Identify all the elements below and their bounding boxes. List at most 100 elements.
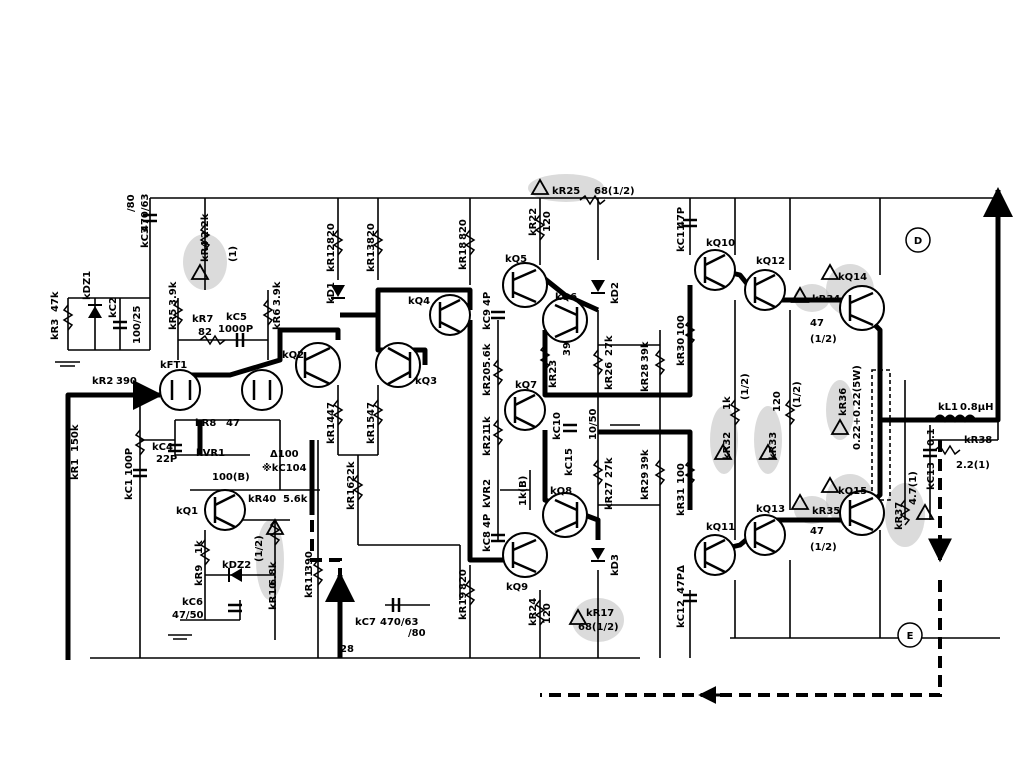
kR20-value: 5.6k bbox=[482, 343, 493, 368]
kR8-value: 47 bbox=[226, 418, 240, 429]
kR30-value: 100 bbox=[676, 315, 687, 336]
kR13-value: 820 bbox=[366, 223, 377, 244]
kR27-value: 27k bbox=[604, 457, 615, 478]
warning-icons bbox=[190, 178, 935, 625]
kC8-value: 4P bbox=[482, 514, 493, 528]
kR35-note: (1/2) bbox=[810, 542, 837, 553]
kC12-ref: kC12 bbox=[676, 600, 687, 628]
kR22-ref: kR22 bbox=[528, 208, 539, 236]
kR15-value: 47 bbox=[366, 402, 377, 416]
kQ7-symbol bbox=[504, 389, 546, 431]
kC11-ref: kC11 bbox=[676, 224, 687, 252]
kR29-ref: kR29 bbox=[640, 472, 651, 500]
kQ2-ref: kQ2 bbox=[282, 350, 304, 361]
kR33-ref: kR33 bbox=[768, 432, 779, 460]
kR40-ref: kR40 bbox=[248, 494, 276, 505]
kR36-value: 0.22+0.22(5W) bbox=[852, 365, 863, 450]
kR35-value: 47 bbox=[810, 526, 824, 537]
kVR2-value: 1k(B) bbox=[518, 476, 529, 506]
kR11-ref: kR11 bbox=[304, 570, 315, 598]
kR17-ref: kR17 bbox=[586, 608, 614, 619]
kC4-ref: kC4 bbox=[152, 442, 173, 453]
kQ13-ref: kQ13 bbox=[756, 504, 785, 515]
kR23-value: 39 bbox=[562, 342, 573, 356]
kR38-value: 2.2(1) bbox=[956, 460, 990, 471]
kR31-value: 100 bbox=[676, 463, 687, 484]
kR38-ref: kR38 bbox=[964, 435, 992, 446]
kR16-value: 22k bbox=[346, 461, 357, 482]
kR27-ref: kR27 bbox=[604, 482, 615, 510]
kR16-ref: kR16 bbox=[346, 482, 357, 510]
kQ8-symbol bbox=[542, 492, 588, 538]
kR29-value: 39k bbox=[640, 449, 651, 470]
kR2-value: 390 bbox=[116, 376, 137, 387]
kR31-ref: kR31 bbox=[676, 488, 687, 516]
kC10-value: 10/50 bbox=[588, 408, 599, 440]
kR13-ref: kR13 bbox=[366, 244, 377, 272]
kL1-coil bbox=[933, 414, 977, 423]
kR34-value: 47 bbox=[810, 318, 824, 329]
kC15-ref: kC15 bbox=[564, 448, 575, 476]
transistors bbox=[159, 249, 885, 578]
kR9-value: 1k bbox=[194, 540, 205, 554]
component-labels: kR3 47k kDZ1 kC2 100/25 kC3 470/63 /80 k… bbox=[50, 186, 993, 655]
kVR1-value: 100(B) bbox=[212, 472, 250, 483]
diodes bbox=[88, 280, 605, 582]
kQ4-symbol bbox=[429, 294, 471, 336]
kR23-ref: kR23 bbox=[548, 360, 559, 388]
kR37-value: 4.7(1) bbox=[908, 471, 919, 505]
kR14-ref: kR14 bbox=[326, 416, 337, 444]
kR35-ref: kR35 bbox=[812, 506, 840, 517]
kQ2-symbol bbox=[295, 342, 341, 388]
kR21-value: 1k bbox=[482, 416, 493, 430]
kD3-ref: kD3 bbox=[610, 554, 621, 576]
kC3-note: /80 bbox=[126, 194, 137, 212]
kDZ1-ref: kDZ1 bbox=[82, 271, 93, 300]
kC10-ref: kC10 bbox=[552, 412, 563, 440]
kR8-ref: kR8 bbox=[195, 418, 216, 429]
kR34-ref: kR34 bbox=[812, 294, 840, 305]
kQ6-ref: kQ6 bbox=[555, 292, 577, 303]
kQ1-ref: kQ1 bbox=[176, 506, 198, 517]
kC6-ref: kC6 bbox=[182, 597, 203, 608]
kR3-ref: kR3 bbox=[50, 319, 61, 340]
kC2-value: 100/25 bbox=[132, 306, 143, 344]
kDZ2-ref: kDZ2 bbox=[222, 560, 251, 571]
kR24-ref: kR24 bbox=[528, 598, 539, 626]
kR11-value: 390 bbox=[304, 551, 315, 572]
kC6-value: 47/50 bbox=[172, 610, 204, 621]
marker-e: E bbox=[907, 631, 914, 642]
kQ12-symbol bbox=[744, 269, 786, 311]
kR9-ref: kR9 bbox=[194, 565, 205, 586]
kQ15-symbol bbox=[839, 490, 885, 536]
kC12-value: 47PΔ bbox=[676, 565, 687, 594]
kR33-value: 120 bbox=[772, 391, 783, 412]
kR32-note: (1/2) bbox=[740, 373, 751, 400]
kQ15-ref: kQ15 bbox=[838, 486, 867, 497]
kR30-ref: kR30 bbox=[676, 338, 687, 366]
kR6-value: 3.9k bbox=[272, 281, 283, 306]
kR15-ref: kR15 bbox=[366, 416, 377, 444]
kC7-value: 470/63 bbox=[380, 617, 418, 628]
kR14-value: 47 bbox=[326, 402, 337, 416]
kR4-value: 2.2k bbox=[200, 213, 211, 238]
kR28-ref: kR28 bbox=[640, 364, 651, 392]
kC13-ref: kC13 bbox=[926, 462, 937, 490]
kR40-value: 5.6k bbox=[283, 494, 308, 505]
kR19-value: 820 bbox=[458, 569, 469, 590]
kC11-value: 47P bbox=[676, 207, 687, 228]
kVR1-ref: kVR1 bbox=[196, 448, 225, 459]
kC4-value: 22P bbox=[156, 454, 177, 465]
kR26-value: 27k bbox=[604, 335, 615, 356]
kQ5-ref: kQ5 bbox=[505, 254, 527, 265]
kR1-value: 150k bbox=[70, 424, 81, 452]
kR7-ref: kR7 bbox=[192, 314, 213, 325]
kQ3-symbol bbox=[375, 342, 421, 388]
kR5-value: 3.9k bbox=[168, 281, 179, 306]
kQ9-symbol bbox=[502, 532, 548, 578]
kC7-ref: kC7 bbox=[355, 617, 376, 628]
kR10-ref: kR10 bbox=[268, 582, 279, 610]
ground-symbols bbox=[55, 361, 192, 640]
kR28-value: 39k bbox=[640, 341, 651, 362]
kR4-ref: kR4 bbox=[200, 241, 211, 262]
